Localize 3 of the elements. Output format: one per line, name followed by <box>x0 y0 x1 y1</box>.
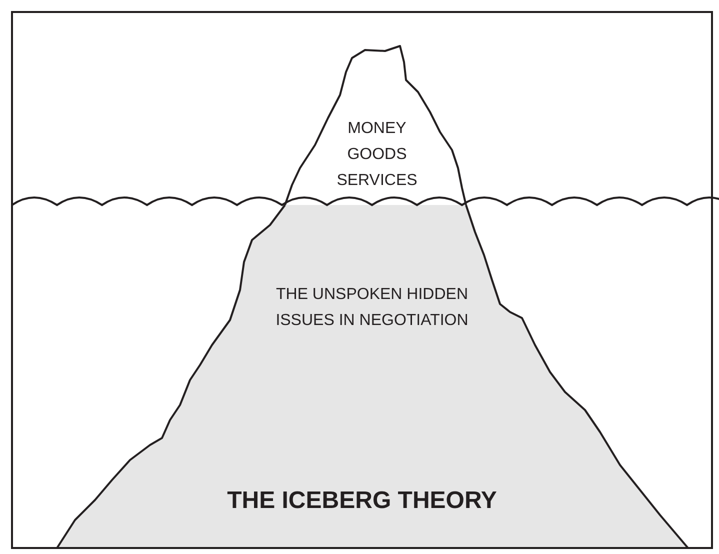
diagram-title: THE ICEBERG THEORY <box>226 486 498 516</box>
region-text: MONEY GOODS SERVICES <box>336 119 418 191</box>
region-text: THE UNSPOKEN HIDDEN ISSUES IN NEGOTIATION <box>274 285 470 331</box>
